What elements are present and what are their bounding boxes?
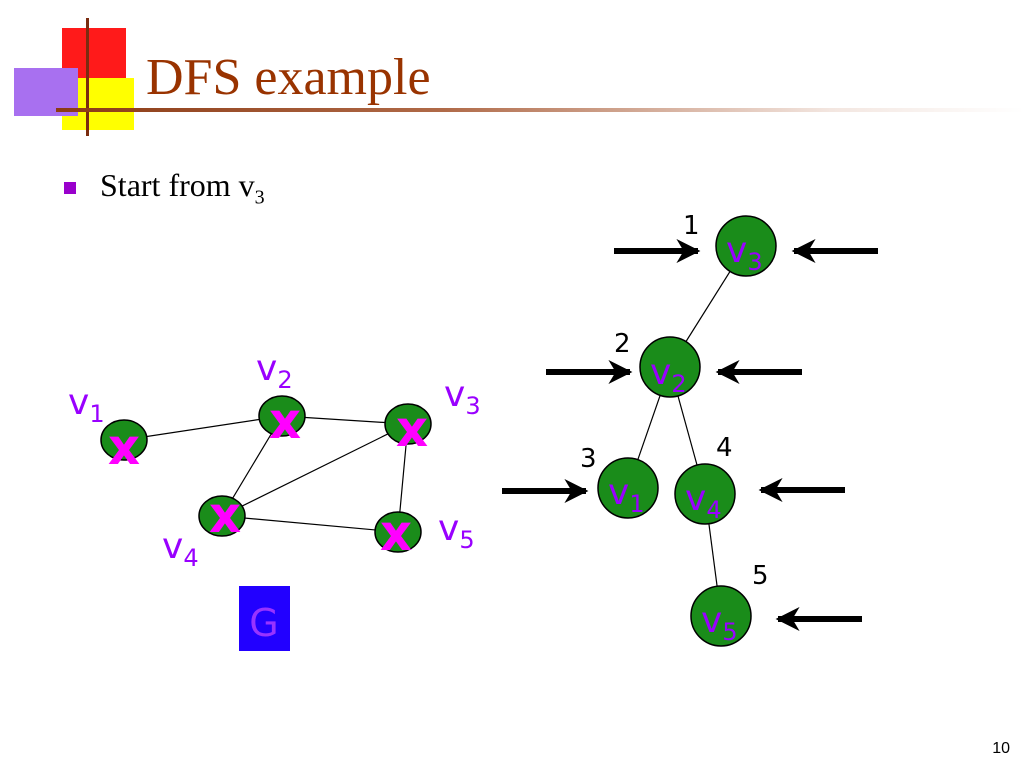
graph-node-v4: x v4 [162, 486, 246, 572]
tree-node-v1-label: v1 [608, 472, 645, 518]
tree-node-v5: v5 5 [690, 561, 862, 647]
tree-node-v5-order: 5 [752, 561, 769, 591]
title-underline [56, 108, 1024, 112]
graph-g: x v1 x v2 x v3 x v4 x v5 G [68, 348, 481, 651]
tree-node-v4: v4 4 [674, 433, 845, 525]
graph-node-v2-circle [258, 395, 306, 437]
tree-node-v4-label: v4 [685, 478, 722, 524]
tree-node-v1-order: 3 [580, 444, 597, 474]
graph-edge-v1-v2 [123, 415, 283, 441]
bullet-text: Start from v3 [100, 166, 265, 209]
graph-node-v2-label: v2 [256, 348, 293, 394]
graph-node-v1: x v1 [68, 382, 148, 476]
graph-edge-v3-v4 [221, 423, 409, 517]
graph-node-v1-circle [100, 419, 148, 461]
bullet-text-main: Start from v [100, 167, 255, 203]
tree-node-v4-order: 4 [716, 433, 733, 463]
tree-node-v2-label: v2 [650, 352, 687, 398]
bullet-marker [64, 182, 76, 194]
tree-node-v3: v3 1 [614, 211, 878, 277]
slide-title: DFS example [146, 49, 431, 106]
tree-edges [627, 245, 747, 617]
graph-node-v2-mark: x [269, 392, 301, 450]
tree-node-v2-order: 2 [614, 329, 631, 359]
graph-node-v5: x v5 [374, 504, 475, 562]
graph-node-v3-label: v3 [444, 374, 481, 420]
tree-node-v4-circle [674, 463, 736, 525]
graph-node-v3-mark: x [396, 400, 428, 458]
graph-node-v4-circle [198, 495, 246, 537]
graph-node-v3-circle [384, 403, 432, 445]
graph-node-v5-circle [374, 511, 422, 553]
graph-node-v2: x v2 [256, 348, 306, 450]
graph-node-v3: x v3 [384, 374, 481, 458]
graph-label-text: G [249, 601, 278, 645]
tree-node-v3-circle [715, 215, 777, 277]
graph-node-v1-mark: x [108, 418, 140, 476]
tree-node-v3-label: v3 [726, 230, 763, 276]
tree-node-v5-label: v5 [701, 600, 738, 646]
tree-node-v2: v2 2 [546, 329, 802, 398]
graph-node-v5-label: v5 [438, 508, 475, 554]
tree-node-v1-circle [597, 457, 659, 519]
decor-vertical-line [86, 18, 89, 136]
dfs-tree: v3 1 v2 2 v1 3 v4 4 [502, 211, 878, 647]
page-number: 10 [992, 740, 1010, 757]
graph-edges [123, 415, 409, 533]
tree-node-v3-order: 1 [683, 211, 700, 241]
graph-node-v4-mark: x [209, 486, 241, 544]
tree-node-v2-circle [639, 336, 701, 398]
tree-node-v1: v1 3 [502, 444, 659, 519]
tree-node-v5-circle [690, 585, 752, 647]
graph-node-v4-label: v4 [162, 526, 199, 572]
graph-node-v5-mark: x [380, 504, 412, 562]
graph-label-box [239, 586, 290, 651]
bullet-text-subscript: 3 [254, 186, 265, 209]
graph-node-v1-label: v1 [68, 382, 105, 428]
graph-edge-v4-v5 [221, 515, 399, 533]
